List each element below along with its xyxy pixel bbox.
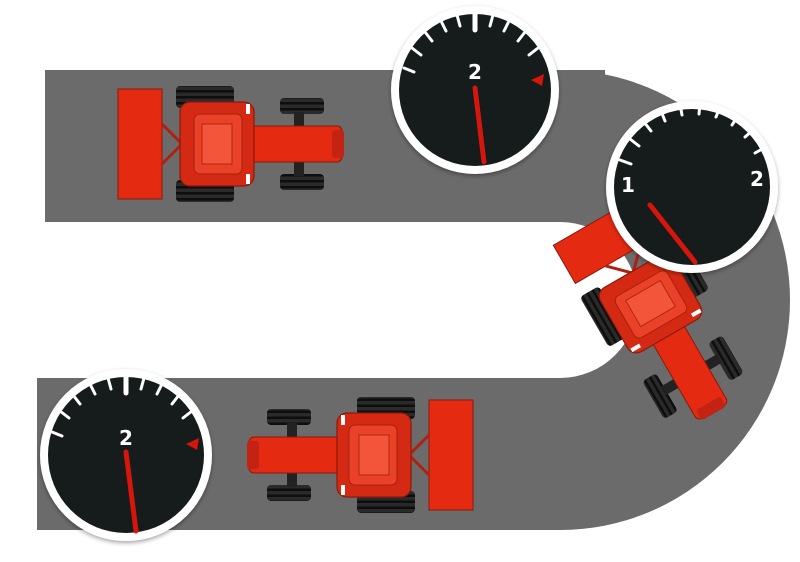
- gauge-bottom-left: 2: [40, 369, 212, 541]
- gauge-right: 1 2: [606, 101, 778, 273]
- red-triangle-icon: [186, 438, 199, 450]
- gauge-bottom-left-label: 2: [119, 426, 133, 450]
- gauge-right-label-1: 1: [621, 173, 635, 197]
- tractor-bottom: [245, 395, 475, 515]
- gauge-right-label-2: 2: [750, 167, 764, 191]
- needle-icon: [472, 85, 487, 165]
- red-triangle-icon: [531, 74, 544, 86]
- needle-icon: [647, 202, 698, 265]
- gauge-right-ticks: [618, 101, 766, 166]
- gauge-top: 2: [391, 6, 559, 174]
- gauge-top-ticks: [402, 10, 540, 74]
- tractor-top: [116, 84, 346, 204]
- gauge-top-label: 2: [468, 60, 482, 84]
- needle-icon: [123, 449, 139, 534]
- gauge-bottom-left-ticks: [50, 373, 194, 438]
